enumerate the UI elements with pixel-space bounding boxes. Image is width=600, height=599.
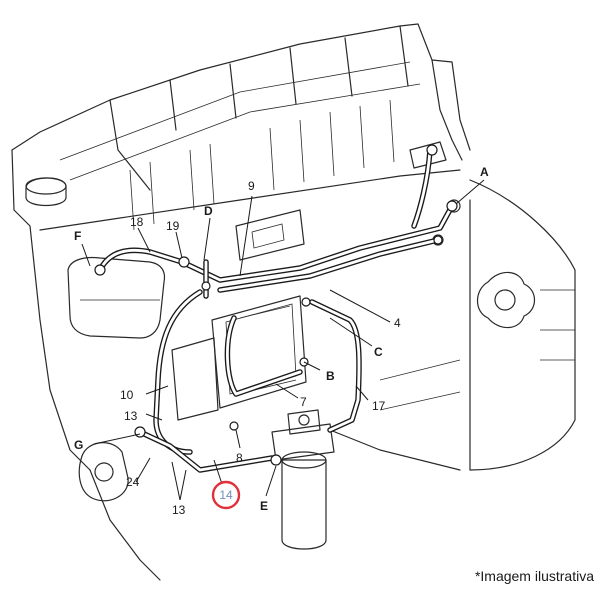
- callout-8: 8: [236, 451, 243, 465]
- callout-C: C: [374, 345, 383, 359]
- callout-labels: A B C D E F G 4 7 8 9 10 13 13 17 18 19 …: [74, 165, 489, 517]
- callout-17: 17: [372, 399, 386, 413]
- callout-D: D: [204, 204, 213, 218]
- callout-G: G: [74, 438, 83, 452]
- illustrative-image-caption: *Imagem ilustrativa: [474, 568, 594, 584]
- callout-14-highlight-ring: [211, 480, 241, 510]
- callout-E: E: [260, 499, 268, 513]
- callout-13-upper: 13: [124, 409, 138, 423]
- callout-4: 4: [394, 316, 401, 330]
- callout-7: 7: [300, 395, 307, 409]
- callout-13-lower: 13: [172, 503, 186, 517]
- pipe-fittings: [94, 144, 458, 466]
- callout-24: 24: [126, 475, 140, 489]
- callout-18: 18: [130, 215, 144, 229]
- callout-10: 10: [120, 388, 134, 402]
- callout-14: 14: [219, 488, 233, 502]
- engine-block: [11, 23, 576, 581]
- callout-19: 19: [166, 219, 180, 233]
- callout-A: A: [480, 165, 489, 179]
- callout-9: 9: [248, 179, 255, 193]
- leader-lines: [81, 179, 485, 501]
- callout-B: B: [326, 369, 335, 383]
- fuel-pipes: [97, 147, 455, 473]
- callout-F: F: [74, 229, 81, 243]
